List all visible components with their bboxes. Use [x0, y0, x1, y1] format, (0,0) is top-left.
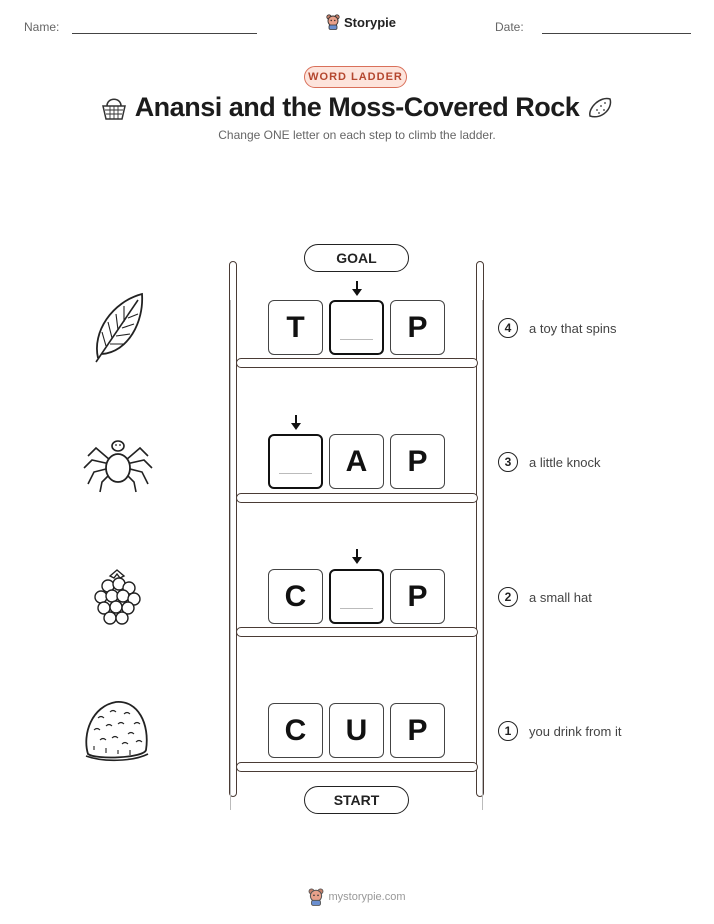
activity-badge: WORD LADDER — [304, 66, 407, 88]
letter-box: A — [329, 434, 384, 489]
letter-box: P — [390, 434, 445, 489]
brand-name: Storypie — [344, 14, 397, 30]
letter-box: C — [268, 703, 323, 758]
letter-box: T — [268, 300, 323, 355]
goal-label: GOAL — [304, 244, 409, 272]
ladder-rung — [236, 627, 478, 637]
page-title: Anansi and the Moss-Covered Rock — [134, 92, 580, 122]
berry-icon — [94, 569, 141, 625]
clue-text: you drink from it — [529, 724, 622, 739]
step-number: 1 — [498, 721, 518, 741]
step-number: 4 — [498, 318, 518, 338]
seed-icon — [589, 97, 612, 118]
step-number: 2 — [498, 587, 518, 607]
brand-logo: Storypie — [326, 14, 396, 30]
name-label: Name: — [24, 20, 60, 34]
letter-blank-input[interactable] — [268, 434, 323, 489]
arrow-down-icon — [352, 281, 362, 296]
letter-blank-input[interactable] — [329, 569, 384, 624]
date-line[interactable] — [542, 33, 691, 34]
ladder-rung — [236, 493, 478, 503]
left-rail-shadow — [230, 300, 231, 810]
step-number: 3 — [498, 452, 518, 472]
footer-site: mystorypie.com — [328, 891, 406, 903]
arrow-down-icon — [352, 549, 362, 564]
moss-rock-icon — [85, 701, 149, 762]
name-line[interactable] — [72, 33, 257, 34]
ladder-rung — [236, 358, 478, 368]
letter-blank-input[interactable] — [329, 300, 384, 355]
letter-box: P — [390, 300, 445, 355]
ladder-rung — [236, 762, 478, 772]
right-rail-shadow — [482, 300, 483, 810]
clue-text: a small hat — [529, 590, 592, 605]
letter-box: C — [268, 569, 323, 624]
start-label: START — [304, 786, 409, 814]
footer: mystorypie.com — [0, 888, 714, 906]
clue-text: a little knock — [529, 455, 601, 470]
leaf-icon — [95, 292, 143, 363]
date-label: Date: — [495, 20, 524, 34]
letter-box: U — [329, 703, 384, 758]
letter-box: P — [390, 703, 445, 758]
letter-box: P — [390, 569, 445, 624]
bear-mascot-icon — [309, 888, 324, 906]
arrow-down-icon — [291, 415, 301, 430]
ladder-left-rail — [229, 261, 237, 797]
basket-icon — [102, 98, 126, 120]
instructions: Change ONE letter on each step to climb … — [218, 128, 496, 142]
spider-icon — [83, 440, 153, 493]
clue-text: a toy that spins — [529, 321, 617, 336]
bear-mascot-icon — [326, 14, 340, 30]
ladder-right-rail — [476, 261, 484, 797]
